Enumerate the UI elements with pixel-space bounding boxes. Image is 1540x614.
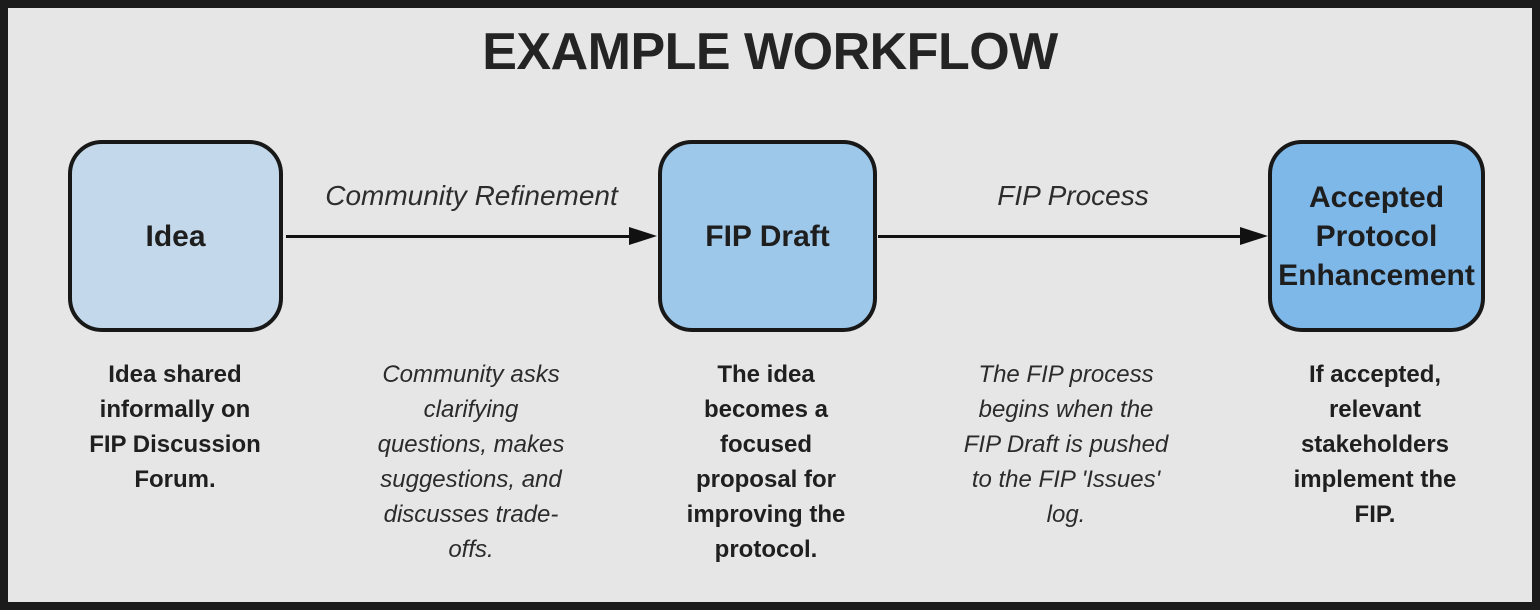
- flow-arrow-2: [878, 227, 1268, 245]
- node-label-fip-draft: FIP Draft: [705, 219, 830, 253]
- arrow-head-icon: [1240, 227, 1268, 245]
- node-description-fip-draft: The idea becomes a focused proposal for …: [686, 361, 846, 563]
- edge-description-fip-process: The FIP process begins when the FIP Draf…: [963, 361, 1169, 528]
- node-label-idea: Idea: [145, 219, 206, 253]
- flow-node-fip-draft: FIP Draft: [658, 140, 877, 332]
- flow-arrow-1: [286, 227, 657, 245]
- edge-description-community-refinement: Community asks clarifying questions, mak…: [377, 361, 565, 563]
- flow-node-idea: Idea: [68, 140, 283, 332]
- edge-label-fip-process: FIP Process: [997, 180, 1149, 211]
- arrow-line: [286, 234, 629, 238]
- node-description-accepted-protocol-enhancement: If accepted, relevant stakeholders imple…: [1293, 361, 1457, 528]
- arrow-line: [878, 234, 1240, 238]
- edge-label-community-refinement: Community Refinement: [325, 180, 618, 211]
- diagram-title: EXAMPLE WORKFLOW: [482, 23, 1058, 81]
- node-label-accepted-protocol-enhancement: Accepted Protocol Enhancement: [1278, 180, 1475, 292]
- node-description-idea: Idea shared informally on FIP Discussion…: [89, 361, 261, 493]
- arrow-head-icon: [629, 227, 657, 245]
- flow-node-accepted-protocol-enhancement: Accepted Protocol Enhancement: [1268, 140, 1485, 332]
